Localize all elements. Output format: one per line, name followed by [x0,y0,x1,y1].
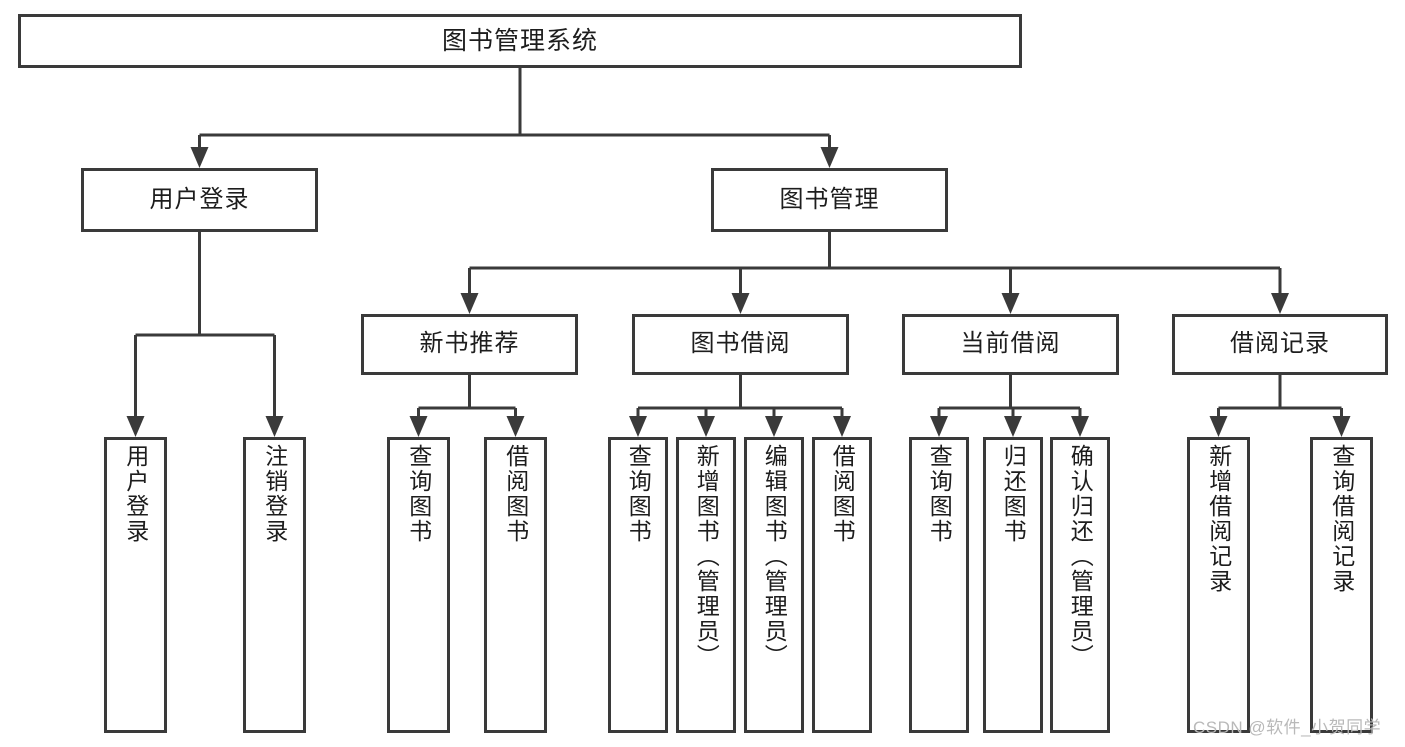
node-label: 查询图书 [625,444,652,544]
node-leaf-bb-edit: 编辑图书（管理员） [744,437,804,733]
node-root: 图书管理系统 [18,14,1022,68]
edge-2-branch-1-head [265,416,284,437]
node-label: 注销登录 [261,444,288,544]
edge-4-branch-1-head [697,416,715,437]
node-leaf-cb-query: 查询图书 [909,437,969,733]
node-label: 借阅记录 [1230,330,1330,358]
edge-5-branch-1-head [1004,416,1022,437]
node-label: 确认归还（管理员） [1067,444,1094,669]
node-book-borrow: 图书借阅 [632,314,849,375]
edge-1-branch-1-head [731,293,750,314]
edge-4-branch-0-head [629,416,647,437]
edge-6-branch-0-head [1209,416,1228,437]
edge-0-branch-1-head [820,147,839,168]
node-label: 新增图书（管理员） [693,444,720,669]
node-leaf-user-login: 用户登录 [104,437,167,733]
node-leaf-cb-confirm: 确认归还（管理员） [1050,437,1110,733]
node-label: 用户登录 [149,185,250,213]
edge-5-branch-0-head [930,416,948,437]
edge-4-branch-3-head [833,416,851,437]
node-leaf-logout: 注销登录 [243,437,306,733]
node-label: 当前借阅 [960,330,1061,358]
node-leaf-bb-add: 新增图书（管理员） [676,437,736,733]
node-label: 图书管理系统 [441,27,598,55]
node-current-borrow: 当前借阅 [902,314,1119,375]
node-user-login: 用户登录 [81,168,318,232]
node-leaf-rec-borrow: 借阅图书 [484,437,547,733]
node-leaf-bb-query: 查询图书 [608,437,668,733]
node-leaf-br-add: 新增借阅记录 [1187,437,1250,733]
node-borrow-record: 借阅记录 [1172,314,1388,375]
node-new-book-rec: 新书推荐 [361,314,578,375]
node-label: 图书管理 [779,185,880,213]
node-label: 查询图书 [405,444,432,544]
node-leaf-br-query: 查询借阅记录 [1310,437,1373,733]
edge-3-branch-0-head [409,416,428,437]
node-label: 查询借阅记录 [1328,444,1355,594]
edge-0-branch-0-head [190,147,209,168]
node-label: 用户登录 [122,444,149,544]
node-book-manage: 图书管理 [711,168,948,232]
edge-3-branch-1-head [506,416,525,437]
node-leaf-bb-borrow: 借阅图书 [812,437,872,733]
node-leaf-cb-return: 归还图书 [983,437,1043,733]
edge-1-branch-2-head [1001,293,1020,314]
node-label: 新增借阅记录 [1205,444,1232,594]
node-label: 图书借阅 [690,330,791,358]
edge-5-branch-2-head [1071,416,1089,437]
node-label: 查询图书 [926,444,953,544]
node-label: 归还图书 [1000,444,1027,544]
edge-4-branch-2-head [765,416,783,437]
node-label: 借阅图书 [502,444,529,544]
node-label: 编辑图书（管理员） [761,444,788,669]
node-label: 新书推荐 [419,330,520,358]
edge-6-branch-1-head [1332,416,1351,437]
edge-1-branch-3-head [1271,293,1289,314]
node-label: 借阅图书 [829,444,856,544]
node-leaf-rec-query: 查询图书 [387,437,450,733]
edge-2-branch-0-head [126,416,145,437]
edge-1-branch-0-head [460,293,479,314]
